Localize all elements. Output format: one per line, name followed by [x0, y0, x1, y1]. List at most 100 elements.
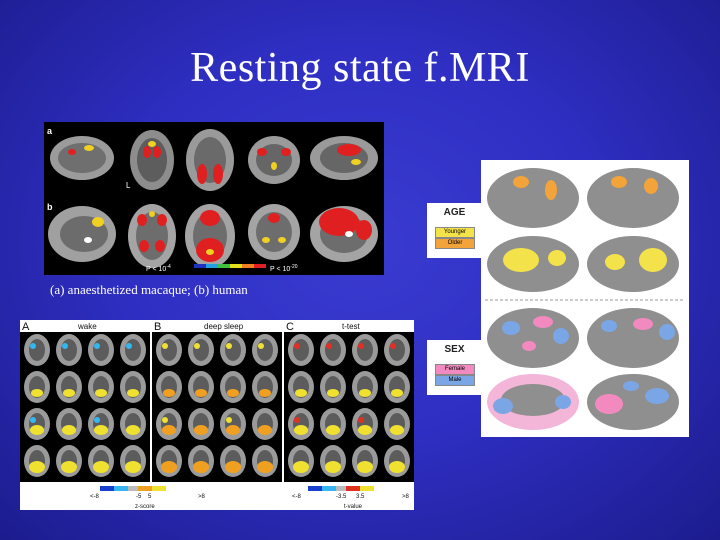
brain-slice-inner	[193, 339, 209, 361]
sex-medial-right	[587, 374, 679, 430]
activation-spot	[258, 425, 272, 435]
p-low-label: P < 10-4	[146, 264, 171, 273]
label-a: a	[47, 126, 53, 136]
activation-spot	[62, 425, 76, 435]
age-legend-younger: Younger	[435, 227, 475, 238]
activation-spot	[193, 461, 209, 473]
activation-spot	[194, 425, 208, 435]
activation-spot	[358, 425, 372, 435]
activation-spot	[127, 389, 139, 397]
activation-spot	[31, 389, 43, 397]
activation-spot	[357, 461, 373, 473]
z-neg: <-8	[90, 494, 100, 500]
human-sagittal	[48, 206, 116, 262]
activation-spot	[294, 417, 300, 423]
activation-spot	[358, 417, 364, 423]
activation-spot	[62, 343, 68, 349]
activation-spot	[294, 425, 308, 435]
t-mid-pos: 3.5	[356, 494, 365, 500]
slide-title: Resting state f.MRI	[190, 45, 530, 91]
brain-slice-inner	[225, 339, 241, 361]
tvalue-colorbar	[308, 486, 374, 491]
activation-spot	[226, 425, 240, 435]
t-neg: <-8	[292, 494, 302, 500]
macaque-sagittal	[50, 136, 114, 180]
t-label: t-value	[344, 504, 363, 510]
activation-spot	[126, 425, 140, 435]
activation-spot	[293, 461, 309, 473]
activation-spot	[29, 461, 45, 473]
age-legend-title: AGE	[443, 207, 466, 218]
sleep-figure: A wake B deep sleep C t-test <-8 -5 5 >8…	[20, 320, 414, 510]
col-a-letter: A	[22, 321, 30, 333]
activation-spot	[258, 343, 264, 349]
activation-spot	[125, 461, 141, 473]
macaque-coronal	[248, 136, 300, 184]
activation-spot	[359, 389, 371, 397]
human-axial-2	[185, 204, 235, 268]
activation-spot	[257, 461, 273, 473]
z-label: z-score	[135, 504, 155, 510]
activation-spot	[30, 343, 36, 349]
activation-spot	[294, 343, 300, 349]
mri-figure-ab: a b L	[44, 122, 384, 275]
macaque-axial-2	[186, 129, 234, 191]
figure-caption: (a) anaesthetized macaque; (b) human	[50, 282, 248, 297]
slice-grid	[24, 334, 410, 477]
activation-spot	[30, 425, 44, 435]
age-medial-right	[587, 236, 679, 292]
activation-spot	[390, 425, 404, 435]
brain-slice-inner	[93, 339, 109, 361]
activation-spot	[295, 389, 307, 397]
activation-spot	[162, 343, 168, 349]
activation-spot	[325, 461, 341, 473]
activation-spot	[93, 461, 109, 473]
activation-spot	[94, 343, 100, 349]
activation-spot	[94, 417, 100, 423]
activation-spot	[326, 425, 340, 435]
brain-slice-inner	[389, 339, 405, 361]
age-medial-left	[487, 236, 579, 292]
activation-spot	[225, 461, 241, 473]
activation-spot	[63, 389, 75, 397]
z-pos: >8	[198, 494, 206, 500]
activation-spot	[390, 343, 396, 349]
activation-spot	[162, 417, 168, 423]
col-b-letter: B	[154, 321, 161, 333]
brain-slice-inner	[29, 339, 45, 361]
label-b: b	[47, 202, 53, 212]
human-coronal	[248, 204, 300, 260]
zscore-colorbar	[100, 486, 166, 491]
activation-spot	[95, 389, 107, 397]
orientation-mark: L	[126, 181, 131, 190]
activation-spot	[162, 425, 176, 435]
brain-slice-inner	[161, 339, 177, 361]
age-legend: AGE Younger Older	[427, 203, 482, 258]
macaque-axial-1	[130, 130, 174, 190]
brain-surface-figure	[481, 160, 689, 437]
p-high-label: P < 10-20	[270, 264, 298, 273]
sex-lateral-left	[487, 308, 579, 368]
col-c-title: t-test	[342, 322, 361, 331]
brain-slice-inner	[61, 339, 77, 361]
activation-spot	[227, 389, 239, 397]
activation-spot	[94, 425, 108, 435]
sex-legend-title: SEX	[444, 344, 465, 355]
activation-spot	[163, 389, 175, 397]
brain-slice-inner	[257, 339, 273, 361]
age-legend-older: Older	[435, 238, 475, 249]
t-mid-neg: -3.5	[336, 494, 347, 500]
significance-colorbar	[194, 264, 266, 268]
activation-spot	[389, 461, 405, 473]
brain-slice-inner	[325, 339, 341, 361]
activation-spot	[391, 389, 403, 397]
col-a-title: wake	[77, 322, 97, 331]
col-c-letter: C	[286, 321, 294, 333]
activation-spot	[61, 461, 77, 473]
activation-spot	[126, 343, 132, 349]
sex-medial-left	[487, 374, 579, 430]
human-axial-1	[128, 204, 176, 268]
t-pos: >8	[402, 494, 410, 500]
z-mid-pos: 5	[148, 494, 152, 500]
activation-spot	[326, 343, 332, 349]
